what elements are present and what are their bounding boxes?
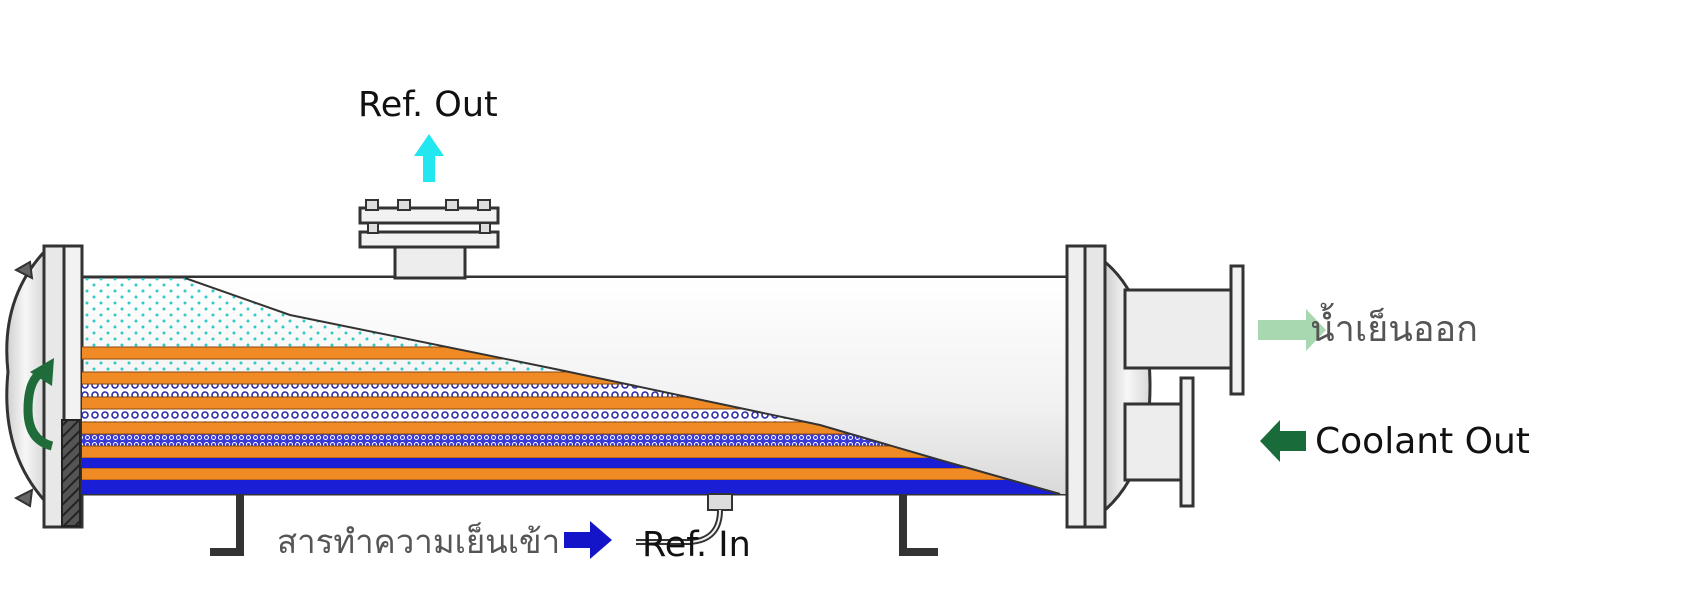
support-leg-right xyxy=(899,494,938,556)
right-end-cap xyxy=(1065,244,1245,529)
curved-arrow-icon xyxy=(23,368,54,451)
ref-in-label: Ref. In xyxy=(642,525,751,565)
support-leg-left xyxy=(210,494,244,556)
arrow-up-icon xyxy=(414,134,444,182)
ref-in-arrow-icon xyxy=(564,521,612,559)
tube-bundle xyxy=(82,278,1067,494)
arrow-left-icon xyxy=(1260,420,1306,462)
ref-in-thai-label: สารทำความเย็นเข้า xyxy=(277,522,561,561)
arrow-right-icon xyxy=(1258,309,1326,351)
ref-out-label: Ref. Out xyxy=(358,85,498,125)
curved-arrow-head xyxy=(30,358,54,386)
ref-in-pipe xyxy=(636,493,733,545)
left-end-cap xyxy=(5,244,84,529)
ref-out-nozzle xyxy=(358,199,500,280)
coolant-out-label: Coolant Out xyxy=(1315,421,1530,462)
water-out-label: น้ำเย็นออก xyxy=(1310,309,1478,350)
